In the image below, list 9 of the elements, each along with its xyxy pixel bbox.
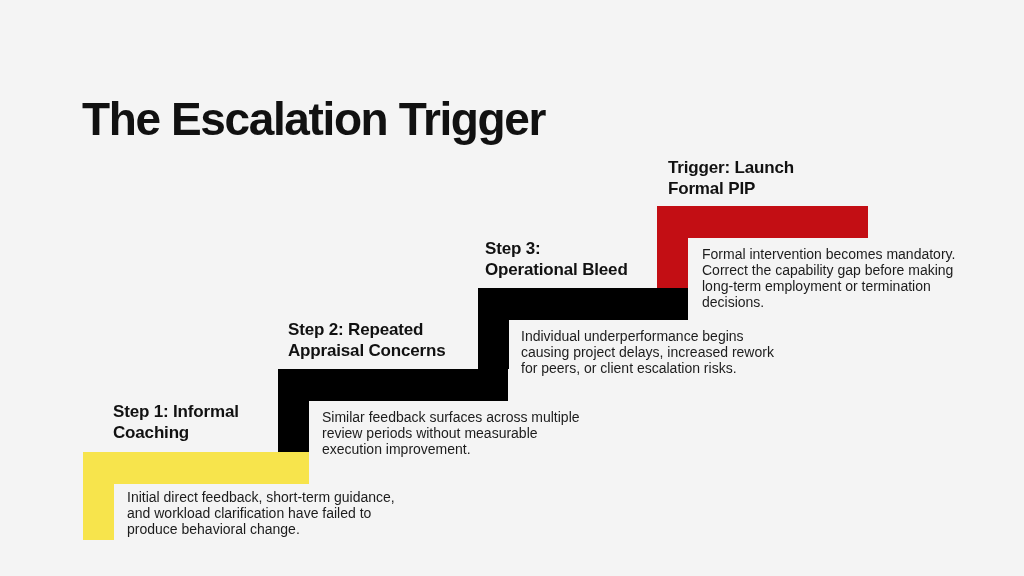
step-description: Formal intervention becomes mandatory. Correct the capability gap before making long-term employment or termination decisions. bbox=[702, 246, 957, 310]
step-heading: Trigger: Launch Formal PIP bbox=[668, 157, 795, 199]
title: The Escalation Trigger bbox=[82, 93, 545, 145]
step-heading: Step 1: Informal Coaching bbox=[113, 401, 240, 443]
step-description: Initial direct feedback, short-term guidance, and workload clarification have failed to produce behavioral change. bbox=[127, 489, 396, 537]
step-description: Individual underperformance begins causing project delays, increased rework for peers, or client escalation risks. bbox=[521, 328, 775, 376]
step-heading: Step 3: Operational Bleed bbox=[485, 238, 629, 280]
step-description: Similar feedback surfaces across multiple review periods without measurable execution improvement. bbox=[322, 409, 581, 457]
step-heading: Step 2: Repeated Appraisal Concerns bbox=[288, 319, 447, 361]
